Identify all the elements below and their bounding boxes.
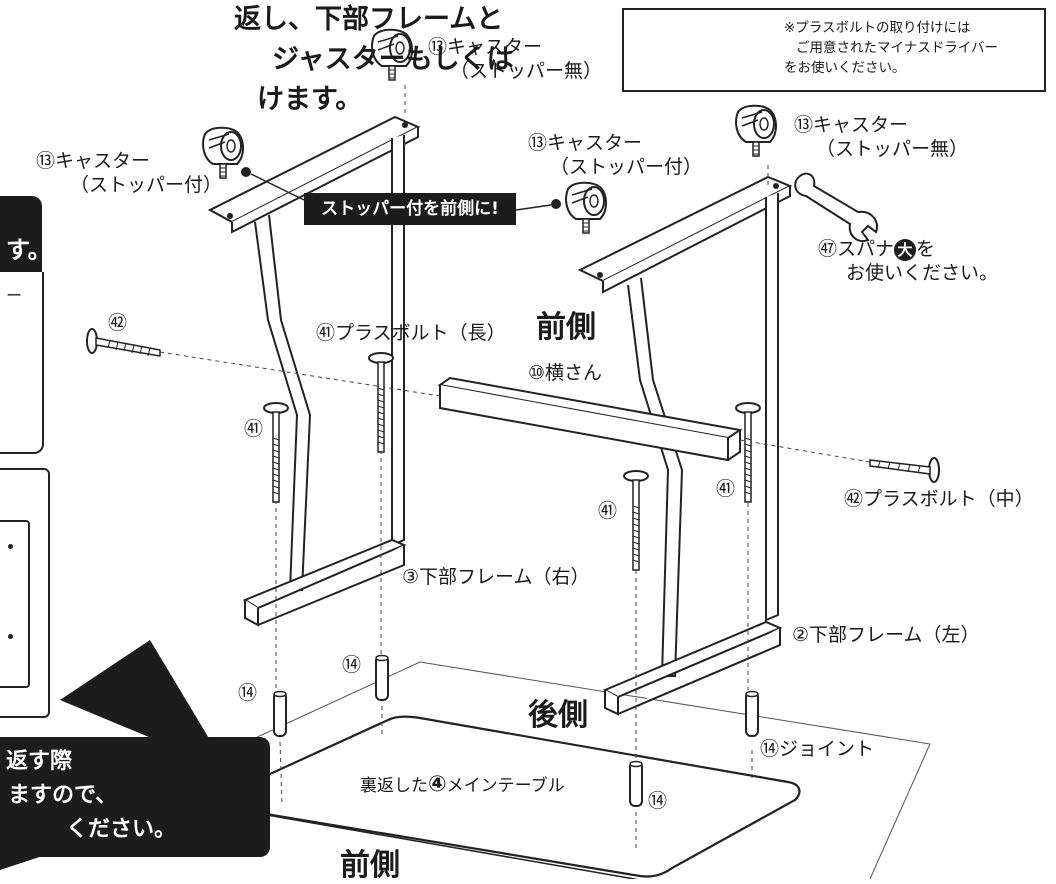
- crossbar-label: ⑩横さん: [528, 362, 602, 385]
- bolt-medium-right-label: ㊷プラスボルト（中）: [844, 488, 1034, 511]
- spanner-icon: [794, 172, 878, 242]
- left-header-suffix: す。: [6, 236, 52, 264]
- spanner-line-2: お使いください。: [846, 261, 999, 284]
- warning-line-3: ください。: [66, 817, 177, 842]
- table-num: ④: [428, 772, 447, 797]
- frame-left-num: ②: [792, 624, 810, 646]
- bolt-long-c-num: ㊶: [716, 478, 736, 500]
- warning-line-2: ますので、: [8, 783, 118, 808]
- bolt-long-num: ㊶: [316, 322, 336, 344]
- left-dot-1: [8, 544, 13, 549]
- bolt-icon-right: [869, 457, 940, 483]
- caster-mid-name: キャスター: [547, 132, 643, 154]
- front-label-top: 前側: [536, 310, 596, 345]
- bolt-medium-right-num: ㊷: [844, 488, 864, 510]
- caster-right-sub: （ストッパー無）: [816, 137, 969, 160]
- left-dot-2: [8, 634, 13, 639]
- bolt-long-b-num: ㊶: [598, 500, 618, 522]
- frame-right-text: 下部フレーム（右）: [419, 566, 590, 588]
- header-line-2: ジャスターもしくは: [272, 44, 514, 75]
- caster-mid-sub: （ストッパー付）: [550, 155, 703, 178]
- crossbar-text: 横さん: [545, 362, 603, 384]
- left-diagram-box: [0, 468, 50, 718]
- left-warning-box: 返す際 ますので、 ください。: [0, 737, 270, 857]
- caster-label-right: ⑬キャスター （ストッパー無）: [794, 114, 968, 162]
- caster-label-top: ⑬キャスター （ストッパー無）: [428, 36, 602, 84]
- note-line-1: ※プラスボルトの取り付けには: [784, 20, 971, 36]
- frame-left-label: ②下部フレーム（左）: [792, 624, 979, 647]
- bolt-medium-left-num: ㊷: [108, 312, 128, 334]
- spanner-text: スパナ: [837, 238, 895, 260]
- caster-top-name: キャスター: [447, 36, 543, 58]
- left-dash: ー: [6, 286, 23, 305]
- caster-top-num: ⑬: [428, 36, 448, 58]
- front-label-bottom: 前側: [340, 848, 400, 883]
- header-line-3: けます。: [257, 84, 363, 115]
- joint-a-num: ⑭: [238, 682, 258, 704]
- bolt-medium-right-text: プラスボルト（中）: [863, 488, 1034, 510]
- caster-right-name: キャスター: [813, 114, 909, 136]
- caster-left-name: キャスター: [55, 150, 151, 172]
- frame-right-label: ③下部フレーム（右）: [402, 566, 589, 589]
- caster-label-left: ⑬キャスター （ストッパー付）: [36, 150, 222, 198]
- caster-left-num: ⑬: [36, 150, 56, 172]
- bolt-long-text: プラスボルト（長）: [335, 322, 506, 344]
- left-black-header: す。: [0, 196, 52, 272]
- caster-right-num: ⑬: [794, 114, 814, 136]
- caster-label-mid: ⑬キャスター （ストッパー付）: [528, 132, 702, 180]
- frame-right-num: ③: [402, 566, 420, 588]
- header-line-1: 返し、下部フレームと: [234, 4, 504, 35]
- spanner-suffix: を: [916, 238, 936, 260]
- joint-label: ⑭ジョイント: [760, 738, 874, 761]
- spanner-size-badge: 大: [894, 239, 917, 261]
- crossbar-num: ⑩: [528, 362, 546, 384]
- spanner-num: ㊼: [818, 238, 838, 260]
- table-suffix: メインテーブル: [446, 776, 565, 796]
- joint-text: ジョイント: [779, 738, 875, 760]
- joint-d-num: ⑭: [760, 738, 780, 760]
- main-table-label: 裏返した④メインテーブル: [360, 772, 565, 798]
- caster-mid-num: ⑬: [528, 132, 548, 154]
- warning-line-1: 返す際: [6, 749, 73, 774]
- left-info-box: ー: [0, 272, 44, 454]
- caster-top-sub: （ストッパー無）: [450, 59, 603, 82]
- header-text: 返し、下部フレームと ジャスターもしくは けます。: [0, 0, 514, 120]
- bolt-long-a-num: ㊶: [244, 418, 264, 440]
- note-line-2: ご用意されたマイナスドライバー: [796, 40, 998, 56]
- note-line-3: をお使いください。: [784, 60, 906, 76]
- driver-note-text: ※プラスボルトの取り付けには ご用意されたマイナスドライバー をお使いください。: [784, 18, 998, 78]
- driver-note-box: ※プラスボルトの取り付けには ご用意されたマイナスドライバー をお使いください。: [622, 8, 1046, 92]
- joint-c-num: ⑭: [648, 790, 668, 812]
- caster-left-sub: （ストッパー付）: [70, 173, 223, 196]
- front-caster-callout: ストッパー付を前側に!: [304, 193, 516, 225]
- bolt-icon-left: [86, 328, 161, 357]
- table-prefix: 裏返した: [360, 776, 428, 796]
- joint-b-num: ⑭: [342, 654, 362, 676]
- bolt-long-label: ㊶プラスボルト（長）: [316, 322, 506, 345]
- left-inner-box: [0, 520, 30, 688]
- frame-left-text: 下部フレーム（左）: [809, 624, 980, 646]
- spanner-label: ㊼スパナ大を お使いください。: [818, 238, 998, 286]
- rear-label: 後側: [528, 698, 588, 733]
